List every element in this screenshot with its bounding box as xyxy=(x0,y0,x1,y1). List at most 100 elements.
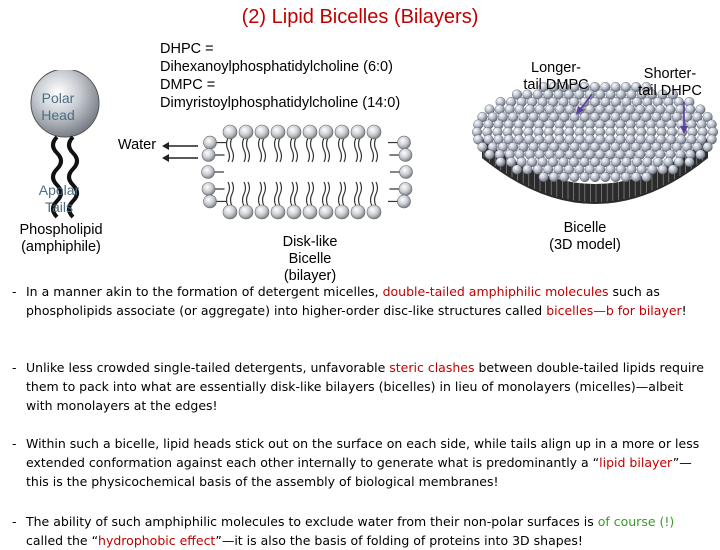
lipid-head xyxy=(589,81,600,93)
lipid-head xyxy=(270,124,286,140)
lipid-head xyxy=(544,134,555,145)
lipid-head xyxy=(513,134,524,145)
lipid-head xyxy=(558,156,569,167)
lipid-head xyxy=(302,124,318,140)
definition-line: Dimyristoylphosphatidylcholine (14:0) xyxy=(160,95,401,111)
lipid-head xyxy=(559,142,570,153)
lipid-head xyxy=(563,164,574,175)
lipid-head xyxy=(652,156,663,167)
lipid-tail xyxy=(229,137,235,163)
lipid-tail xyxy=(369,181,375,207)
lipid-tail xyxy=(305,181,311,207)
lipid-head xyxy=(584,149,595,160)
lipid-head xyxy=(553,164,564,175)
lipid-head xyxy=(506,156,517,167)
lipid-head xyxy=(518,112,529,123)
bullet-segment: ”—this is the physicochemical basis of t… xyxy=(26,455,692,489)
lipid-head xyxy=(630,112,641,123)
bullet-dash: - xyxy=(12,514,17,529)
lipid-tail xyxy=(373,181,379,207)
lipid-head xyxy=(564,134,575,145)
lipid-head xyxy=(318,204,334,220)
lipid-head xyxy=(508,112,519,123)
definition-line: Dihexanoylphosphatidylcholine (6:0) xyxy=(160,59,393,75)
lipid-tail xyxy=(277,181,283,207)
lipid-tail xyxy=(293,181,299,207)
lipid-head xyxy=(615,164,626,175)
lipid-head xyxy=(544,104,555,115)
bullet-dash: - xyxy=(12,436,17,451)
bullet-item: - The ability of such amphiphilic molecu… xyxy=(12,512,712,550)
lipid-tail xyxy=(245,137,251,163)
lipid-head xyxy=(547,156,558,167)
lipid-head xyxy=(595,164,606,175)
lipid-head xyxy=(286,204,302,220)
lipid-head xyxy=(397,194,411,209)
lipid-head xyxy=(615,104,626,115)
lipid-head xyxy=(548,171,559,182)
polar-head-label: Polar Head xyxy=(41,90,75,123)
lipid-tail xyxy=(241,181,247,207)
lipid-head xyxy=(543,89,554,100)
lipid-head xyxy=(589,112,600,123)
lipid-tail xyxy=(321,181,327,207)
lipid-head xyxy=(661,112,672,123)
lipid-head xyxy=(532,164,543,175)
lipid-head xyxy=(610,142,621,153)
lipid-head xyxy=(621,156,632,167)
lipid-head xyxy=(642,156,653,167)
lipid-head xyxy=(605,89,616,100)
lipid-head xyxy=(584,89,595,100)
lipid-head xyxy=(574,134,585,145)
lipid-head xyxy=(548,81,559,93)
lipid-head xyxy=(657,89,668,100)
lipid-head xyxy=(600,97,611,108)
lipid-tail xyxy=(225,137,231,163)
polar-head-sphere xyxy=(30,70,100,138)
lipid-head xyxy=(512,89,523,100)
lipid-head xyxy=(538,171,549,182)
bullet-text: Within such a bicelle, lipid heads stick… xyxy=(12,434,712,491)
lipid-tail xyxy=(273,137,279,163)
lipid-head xyxy=(350,204,366,220)
highlight-text: bicelles—b for bilayer xyxy=(546,303,682,318)
lipid-head xyxy=(600,81,611,93)
lipid-tail xyxy=(289,137,295,163)
lipid-head xyxy=(647,164,658,175)
lipid-head xyxy=(201,165,215,179)
bullet-item: - Unlike less crowded single-tailed dete… xyxy=(12,358,712,415)
lipid-head xyxy=(615,89,626,100)
lipid-tail xyxy=(341,181,347,207)
highlight-text: steric clashes xyxy=(389,360,475,375)
slide-title: (2) Lipid Bicelles (Bilayers) xyxy=(241,6,479,28)
lipid-tail xyxy=(373,137,379,163)
lipid-head xyxy=(579,81,590,93)
lipid-head xyxy=(630,142,641,153)
lipid-head xyxy=(605,164,616,175)
arrow-head xyxy=(576,106,584,115)
lipid-tail xyxy=(289,181,295,207)
lipid-head xyxy=(600,112,611,123)
lipid-head xyxy=(584,104,595,115)
lipid-head xyxy=(610,81,621,93)
lipid-head xyxy=(695,149,706,160)
lipid-tail xyxy=(305,137,311,163)
lipid-tail xyxy=(337,137,343,163)
lipid-head xyxy=(522,164,533,175)
lipid-tail xyxy=(341,137,347,163)
bullet-dash: - xyxy=(12,360,17,375)
lipid-head xyxy=(579,171,590,182)
lipid-head xyxy=(605,134,616,145)
lipid-head xyxy=(564,104,575,115)
lipid-tail xyxy=(353,181,359,207)
lipid-head xyxy=(584,164,595,175)
bicelle-3d-caption: Bicelle (3D model) xyxy=(549,220,621,253)
lipid-head xyxy=(538,81,549,93)
lipid-head xyxy=(366,124,382,140)
lipid-head xyxy=(579,156,590,167)
lipid-head xyxy=(595,134,606,145)
lipid-head xyxy=(610,171,621,182)
lipid-tail xyxy=(321,137,327,163)
lipid-head xyxy=(569,171,580,182)
lipid-head xyxy=(286,124,302,140)
